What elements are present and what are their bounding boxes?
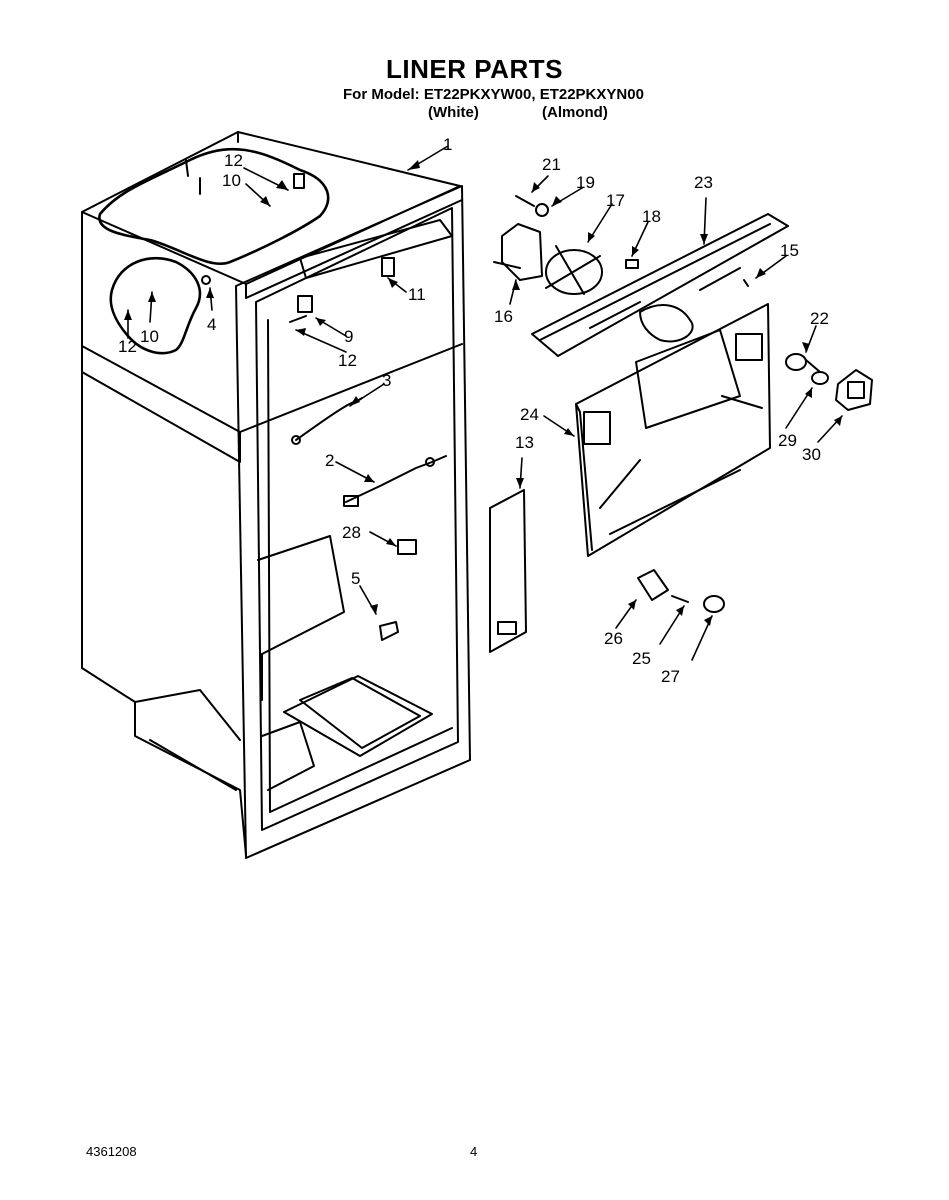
callout-23: 23 [694, 173, 713, 192]
callout-29: 29 [778, 431, 797, 450]
callout-9: 9 [344, 327, 353, 346]
callout-10-side: 10 [140, 327, 159, 346]
document-number: 4361208 [86, 1144, 137, 1159]
callout-18: 18 [642, 207, 661, 226]
page-number: 4 [470, 1144, 478, 1159]
callout-16: 16 [494, 307, 513, 326]
callout-2: 2 [325, 451, 334, 470]
callout-15: 15 [780, 241, 799, 260]
light-parts [785, 353, 873, 411]
cabinet-liner [81, 131, 471, 859]
callout-13: 13 [515, 433, 534, 452]
callout-12-side: 12 [118, 337, 137, 356]
callout-3: 3 [382, 371, 391, 390]
variant-white: (White) [428, 104, 479, 121]
air-duct [531, 213, 789, 357]
callout-5: 5 [351, 569, 360, 588]
callout-12-inner: 12 [338, 351, 357, 370]
callout-27: 27 [661, 667, 680, 686]
model-line: For Model: ET22PKXYW00, ET22PKXYN00 [343, 86, 644, 103]
callout-4: 4 [207, 315, 216, 334]
callout-17: 17 [606, 191, 625, 210]
rear-cover-panel [575, 303, 771, 557]
callout-1: 1 [443, 135, 452, 154]
callout-25: 25 [632, 649, 651, 668]
callout-21: 21 [542, 155, 561, 174]
duct-cover [489, 489, 527, 653]
callout-28: 28 [342, 523, 361, 542]
callout-12-top: 12 [224, 151, 243, 170]
liner-components [291, 397, 447, 641]
callout-30: 30 [802, 445, 821, 464]
callout-26: 26 [604, 629, 623, 648]
callout-19: 19 [576, 173, 595, 192]
page-title: LINER PARTS [386, 54, 563, 84]
callout-11: 11 [408, 285, 426, 304]
control-parts [637, 569, 725, 613]
callout-24: 24 [520, 405, 539, 424]
callout-labels: 1 12 10 4 10 12 11 9 12 3 2 28 5 21 19 1… [118, 135, 829, 686]
leader-lines [127, 145, 843, 661]
fan-assembly [493, 195, 639, 295]
arrowheads [124, 160, 842, 626]
callout-22: 22 [810, 309, 829, 328]
variant-almond: (Almond) [542, 104, 608, 121]
callout-10-top: 10 [222, 171, 241, 190]
